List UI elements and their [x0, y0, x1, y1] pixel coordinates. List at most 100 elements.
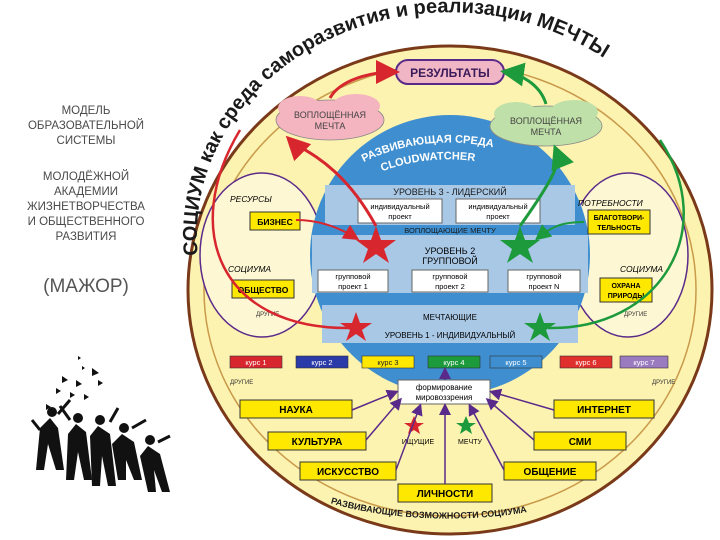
arrow-charity-to-star: [534, 221, 585, 241]
group-project-n-line1: групповой: [526, 272, 561, 281]
arrow-business-to-star: [295, 219, 360, 241]
level1-label: УРОВЕНЬ 1 - ИНДИВИДУАЛЬНЫЙ: [385, 331, 516, 340]
arrow-star-to-cloud-right: [518, 144, 574, 227]
course-label: курс 6: [575, 358, 596, 367]
nature-label-line2: ПРИРОДЫ: [608, 293, 645, 300]
science-label: НАУКА: [279, 405, 313, 416]
group-project-1-line2: проект 1: [338, 282, 368, 291]
course-label: курс 3: [377, 358, 398, 367]
arrow-star-to-cloud: [285, 135, 378, 227]
green-star-icon: [456, 416, 476, 434]
arrow-left-to-results: [328, 60, 400, 99]
courses-row: курс 1 курс 2 курс 3 курс 4 курс 5 курс …: [229, 355, 669, 369]
individual-project-1-line1: индивидуальный: [370, 202, 429, 211]
course-4-box: [427, 355, 481, 369]
art-box: [299, 461, 397, 481]
internet-label: ИНТЕРНЕТ: [577, 405, 631, 416]
society-label: ОБЩЕСТВО: [238, 285, 289, 295]
dreaming-label: МЕЧТАЮЩИЕ: [423, 313, 477, 322]
course-5-box: [489, 355, 543, 369]
business-label: БИЗНЕС: [257, 217, 293, 227]
society-box: [231, 279, 295, 299]
results-label: РЕЗУЛЬТАТЫ: [410, 66, 490, 80]
acronym-label: (МАЖОР): [43, 276, 129, 297]
group-project-2-line2: проект 2: [435, 282, 465, 291]
worldview-line2: мировоззрения: [416, 393, 473, 402]
group-project-1: [317, 269, 389, 293]
arrow-right-loop: [547, 139, 685, 330]
charity-box: [587, 209, 651, 235]
course-2-box: [295, 355, 349, 369]
embody-dream-label: ВОПЛОЩАЮЩИЕ МЕЧТУ: [404, 226, 496, 235]
group-project-n: [507, 269, 581, 293]
academy-title-line: РАЗВИТИЯ: [55, 231, 117, 243]
connection-arrows: [211, 60, 685, 330]
group-project-2: [411, 269, 489, 293]
charity-label-line2: ТЕЛЬНОСТЬ: [597, 225, 641, 232]
model-title-line: ОБРАЗОВАТЕЛЬНОЙ: [27, 120, 145, 132]
others-left2-label: ДРУГИЕ: [230, 380, 253, 386]
course-label: курс 7: [633, 358, 654, 367]
left-society-label: СОЦИУМА: [228, 264, 271, 274]
communication-box: [503, 461, 597, 481]
academy-title-line: И ОБЩЕСТВЕННОГО: [27, 216, 145, 228]
red-star-icon: [340, 312, 372, 341]
cloud-right-line1: ВОПЛОЩЁННАЯ: [510, 116, 582, 126]
individual-project-2-line1: индивидуальный: [468, 202, 527, 211]
red-star-icon: [356, 226, 396, 263]
culture-box: [267, 431, 367, 451]
course-label: курс 1: [245, 358, 266, 367]
internet-box: [553, 399, 655, 419]
individual-project-1-line2: проект: [388, 212, 412, 221]
dream-small-label: МЕЧТУ: [458, 439, 482, 446]
needs-label: ПОТРЕБНОСТИ: [578, 198, 644, 208]
embodied-dream-cloud-left: ВОПЛОЩЁННАЯ МЕЧТА: [275, 94, 385, 141]
group-project-1-line1: групповой: [335, 272, 370, 281]
individual-project-2-line2: проект: [486, 212, 510, 221]
others-right-label: ДРУГИЕ: [624, 312, 647, 318]
course-6-box: [559, 355, 613, 369]
science-box: [239, 399, 353, 419]
arrow-left-loop: [211, 129, 353, 330]
course-7-box: [619, 355, 669, 369]
model-title-line: СИСТЕМЫ: [56, 135, 116, 147]
cloud-left-line1: ВОПЛОЩЁННАЯ: [294, 110, 366, 120]
green-star-icon: [524, 312, 556, 341]
others-right2-label: ДРУГИЕ: [652, 380, 675, 386]
course-label: курс 2: [311, 358, 332, 367]
group-project-2-line1: групповой: [432, 272, 467, 281]
green-star-icon: [500, 226, 540, 263]
resources-label: РЕСУРСЫ: [230, 194, 272, 204]
nature-label-line1: ОХРАНА: [611, 283, 640, 290]
course-1-box: [229, 355, 283, 369]
level2-label-line1: УРОВЕНЬ 2: [425, 246, 475, 256]
culture-label: КУЛЬТУРА: [292, 437, 343, 448]
charity-label-line1: БЛАГОТВОРИ-: [594, 215, 645, 222]
media-label: СМИ: [569, 437, 592, 448]
model-title-block: МОДЕЛЬ ОБРАЗОВАТЕЛЬНОЙ СИСТЕМЫ: [0, 104, 172, 149]
communication-label: ОБЩЕНИЕ: [524, 467, 577, 478]
embodied-dream-cloud-right: ВОПЛОЩЁННАЯ МЕЧТА: [489, 100, 603, 147]
purple-arrows: [351, 367, 555, 484]
model-title-line: МОДЕЛЬ: [61, 105, 111, 117]
academy-title-line: ЖИЗНЕТВОРЧЕСТВА: [27, 201, 145, 213]
media-box: [533, 431, 627, 451]
jumping-people-silhouette: [30, 356, 171, 492]
arrow-right-to-results: [500, 62, 548, 105]
academy-title-line: МОЛОДЁЖНОЙ: [42, 171, 130, 183]
worldview-line1: формирование: [416, 383, 473, 392]
course-label: курс 5: [505, 358, 526, 367]
group-project-n-line2: проект N: [529, 282, 560, 291]
cloud-right-line2: МЕЧТА: [531, 127, 562, 137]
art-label: ИСКУССТВО: [317, 467, 379, 478]
seeking-label: ИЩУЩИЕ: [402, 439, 435, 446]
right-society-label: СОЦИУМА: [620, 264, 663, 274]
academy-title-block: МОЛОДЁЖНОЙ АКАДЕМИИ ЖИЗНЕТВОРЧЕСТВА И ОБ…: [0, 170, 172, 245]
cloud-left-line2: МЕЧТА: [315, 121, 346, 131]
personality-label: ЛИЧНОСТИ: [417, 489, 474, 500]
level3-label: УРОВЕНЬ 3 - ЛИДЕРСКИЙ: [393, 186, 507, 197]
course-label: курс 4: [443, 358, 464, 367]
level2-label-line2: ГРУППОВОЙ: [422, 255, 478, 266]
red-star-icon: [404, 416, 424, 434]
